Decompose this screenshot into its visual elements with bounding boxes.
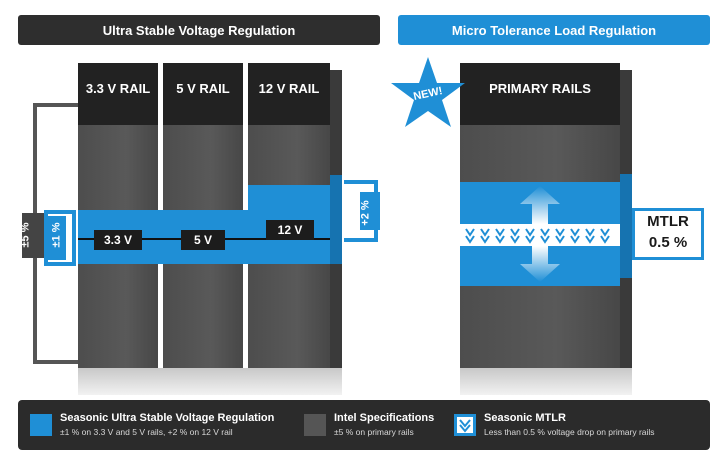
seasonic-tolerance-12v-label: +2 % <box>359 200 372 226</box>
legend-swatch-usvr <box>30 414 52 436</box>
seasonic-bracket-low <box>44 210 76 266</box>
legend-intel-sub: ±5 % on primary rails <box>334 427 414 437</box>
legend-usvr-title: Seasonic Ultra Stable Voltage Regulation <box>60 412 275 424</box>
rail-value-3v3: 3.3 V <box>94 230 142 250</box>
mtlr-arrows <box>520 186 560 282</box>
usvr-header: Ultra Stable Voltage Regulation <box>18 15 380 45</box>
legend-mtlr-chevron-icon <box>454 414 476 436</box>
legend: Seasonic Ultra Stable Voltage Regulation… <box>18 400 710 450</box>
intel-bracket <box>22 103 80 364</box>
legend-swatch-intel <box>304 414 326 436</box>
seasonic-bracket-12v <box>344 180 380 242</box>
rail-value-5v: 5 V <box>181 230 225 250</box>
mtlr-header: Micro Tolerance Load Regulation <box>398 15 710 45</box>
rail-head-12v: 12 V RAIL <box>248 63 330 125</box>
seasonic-band-side <box>330 175 342 264</box>
intel-tolerance-label: ±5 % <box>19 222 32 248</box>
column-base <box>78 368 342 395</box>
mtlr-value: 0.5 % <box>648 234 688 251</box>
mtlr-box <box>632 208 704 260</box>
seasonic-tolerance-low-label: ±1 % <box>50 222 63 248</box>
mtlr-chevrons <box>465 228 610 244</box>
legend-intel-title: Intel Specifications <box>334 412 435 424</box>
legend-mtlr-sub: Less than 0.5 % voltage drop on primary … <box>484 427 655 437</box>
mtlr-label: MTLR <box>647 213 689 230</box>
rail-value-12v: 12 V <box>266 220 314 240</box>
legend-mtlr-title: Seasonic MTLR <box>484 412 566 424</box>
primary-base <box>460 368 632 395</box>
mtlr-band-side <box>620 174 632 278</box>
legend-usvr-sub: ±1 % on 3.3 V and 5 V rails, +2 % on 12 … <box>60 427 233 437</box>
primary-rail-head: PRIMARY RAILS <box>460 63 620 125</box>
rail-head-5v: 5 V RAIL <box>163 63 243 125</box>
new-star-icon <box>391 57 465 127</box>
rail-head-3v3: 3.3 V RAIL <box>78 63 158 125</box>
